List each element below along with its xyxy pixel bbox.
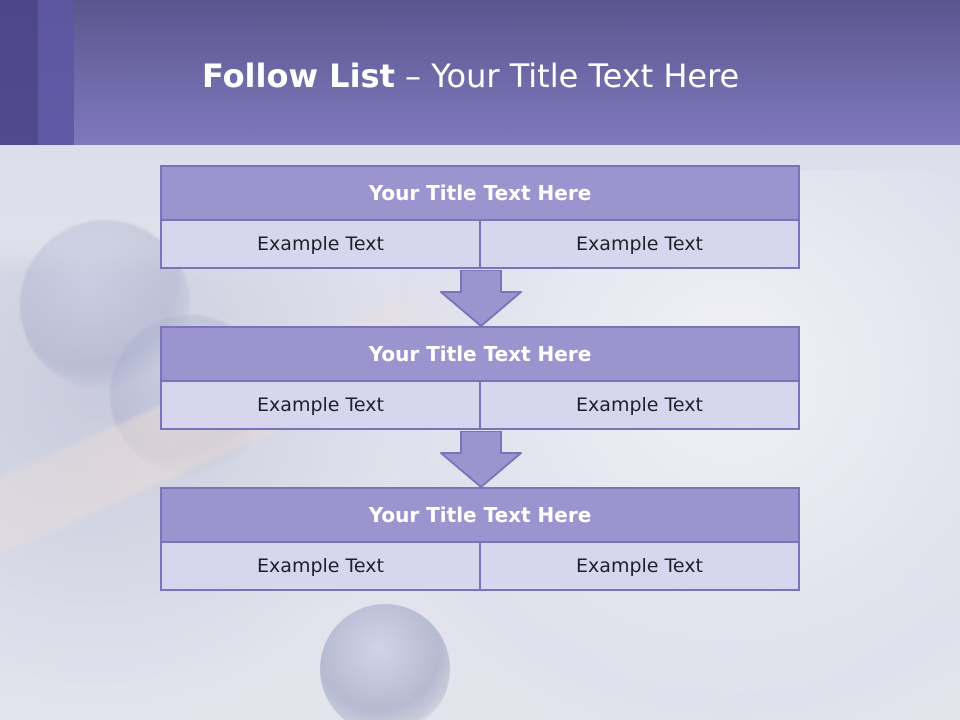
block-row: Example Text Example Text: [160, 543, 800, 591]
follow-list-block[interactable]: Your Title Text Here Example Text Exampl…: [160, 326, 800, 430]
block-row: Example Text Example Text: [160, 221, 800, 269]
block-cell[interactable]: Example Text: [479, 221, 798, 267]
slide-title-rest: – Your Title Text Here: [394, 57, 740, 95]
down-arrow-icon: [440, 431, 522, 488]
header-band: Follow List – Your Title Text Here: [0, 0, 960, 145]
block-cell[interactable]: Example Text: [257, 233, 384, 255]
follow-list-block[interactable]: Your Title Text Here Example Text Exampl…: [160, 165, 800, 269]
follow-list-block[interactable]: Your Title Text Here Example Text Exampl…: [160, 487, 800, 591]
block-cell[interactable]: Example Text: [479, 382, 798, 428]
block-row: Example Text Example Text: [160, 382, 800, 430]
blueberry-foreground: [320, 604, 450, 720]
block-title[interactable]: Your Title Text Here: [160, 165, 800, 221]
block-cell[interactable]: Example Text: [257, 555, 384, 577]
header-accent-stripe: [0, 0, 38, 145]
block-cell[interactable]: Example Text: [479, 543, 798, 589]
block-cell[interactable]: Example Text: [257, 394, 384, 416]
header-accent-stripe: [38, 0, 74, 145]
slide-title-bold: Follow List: [202, 57, 395, 95]
down-arrow-icon: [440, 270, 522, 327]
slide-title[interactable]: Follow List – Your Title Text Here: [202, 52, 739, 100]
block-title[interactable]: Your Title Text Here: [160, 326, 800, 382]
block-title[interactable]: Your Title Text Here: [160, 487, 800, 543]
